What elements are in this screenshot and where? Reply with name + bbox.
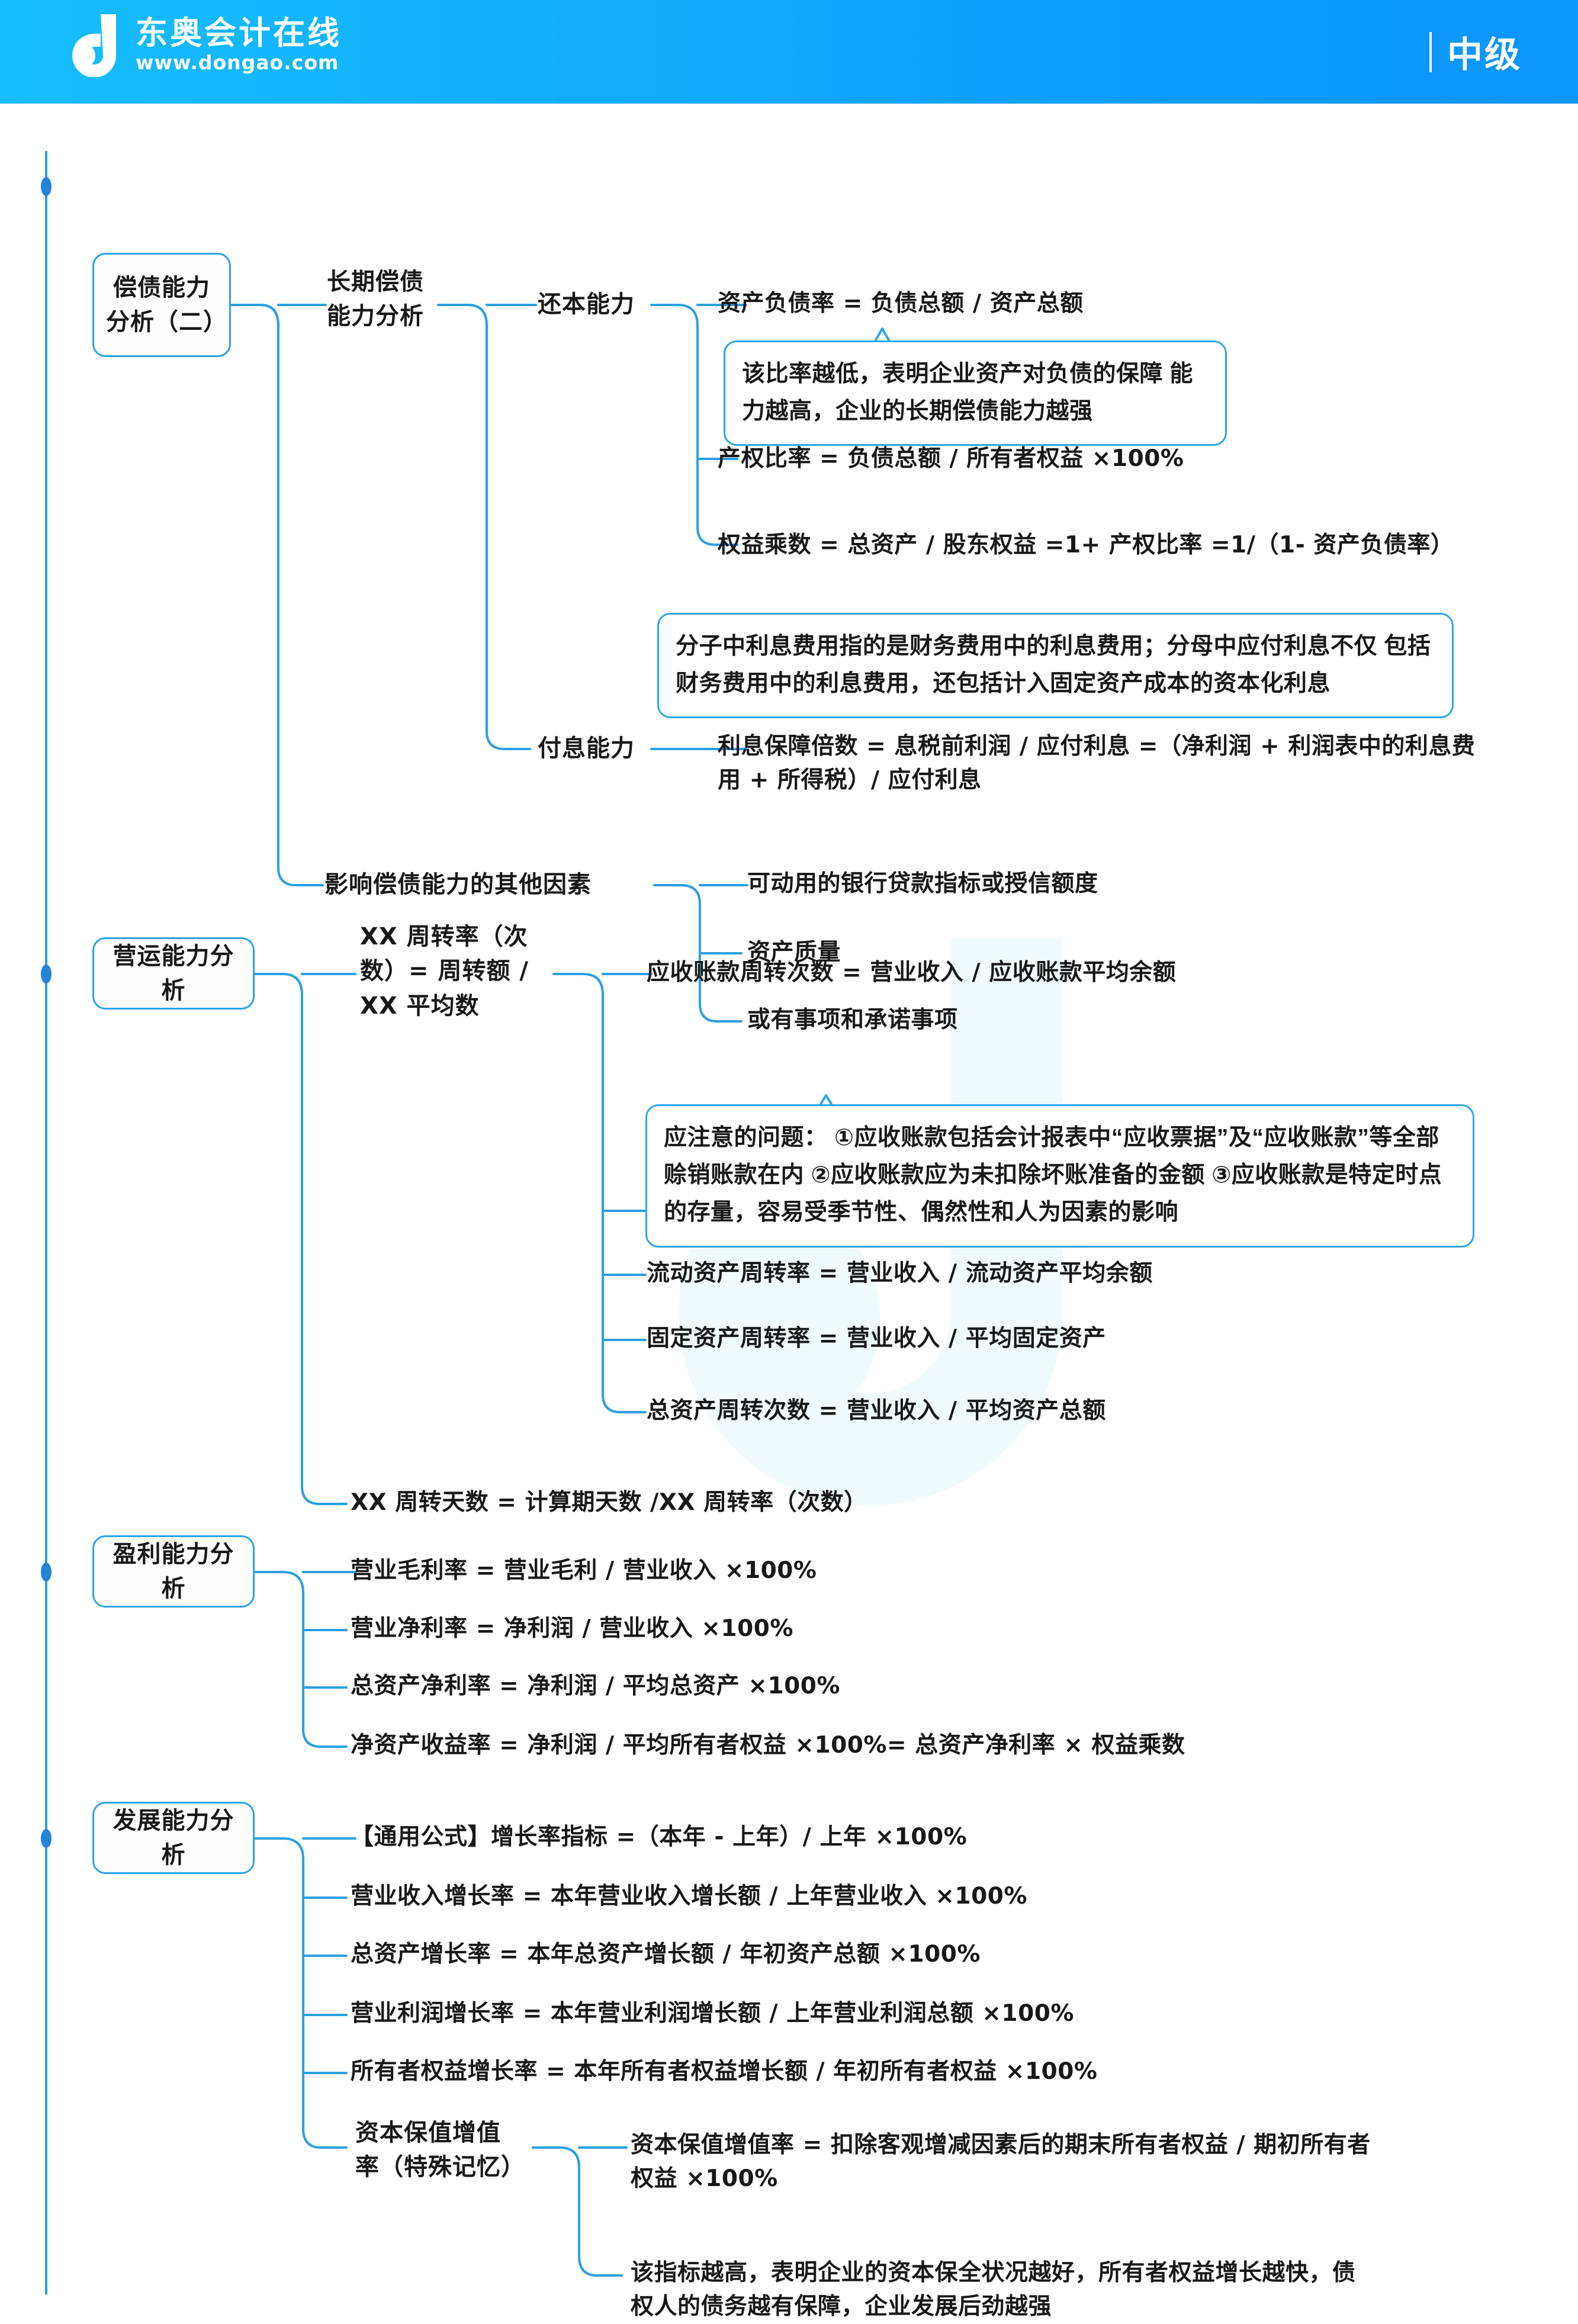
root-node-debt-paying-ability[interactable]: 偿债能力 分析（二） xyxy=(92,253,231,357)
leaf-equity-ratio[interactable]: 产权比率 = 负债总额 / 所有者权益 ×100% xyxy=(718,445,1184,472)
leaf-fixed-asset-turnover[interactable]: 固定资产周转率 = 营业收入 / 平均固定资产 xyxy=(647,1325,1106,1352)
leaf-revenue-growth-rate[interactable]: 营业收入增长率 = 本年营业收入增长额 / 上年营业收入 ×100% xyxy=(351,1883,1027,1910)
page-header: 东奥会计在线 www.dongao.com 中级 xyxy=(0,0,1578,104)
leaf-owners-equity-growth-rate[interactable]: 所有者权益增长率 = 本年所有者权益增长额 / 年初所有者权益 ×100% xyxy=(351,2058,1098,2085)
leaf-total-asset-turnover[interactable]: 总资产周转次数 = 营业收入 / 平均资产总额 xyxy=(647,1397,1106,1424)
branch-turnover-rate-formula[interactable]: XX 周转率（次 数）= 周转额 / XX 平均数 xyxy=(360,923,529,1020)
brand-logo: 东奥会计在线 www.dongao.com xyxy=(65,13,342,77)
note-debt-to-asset-ratio-explanation: 该比率越低，表明企业资产对负债的保障 能力越高，企业的长期偿债能力越强 xyxy=(724,340,1227,446)
root-node-profitability[interactable]: 盈利能力分析 xyxy=(92,1535,255,1608)
leaf-receivable-turnover[interactable]: 应收账款周转次数 = 营业收入 / 应收账款平均余额 xyxy=(647,959,1177,986)
leaf-operating-profit-growth-rate[interactable]: 营业利润增长率 = 本年营业利润增长额 / 上年营业利润总额 ×100% xyxy=(351,2000,1074,2027)
leaf-operating-net-margin[interactable]: 营业净利率 = 净利润 / 营业收入 ×100% xyxy=(351,1615,793,1642)
leaf-turnover-days[interactable]: XX 周转天数 = 计算期天数 /XX 周转率（次数） xyxy=(351,1489,867,1516)
brand-name-cn: 东奥会计在线 xyxy=(136,14,342,52)
branch-principal-repayment[interactable]: 还本能力 xyxy=(538,291,635,318)
leaf-debt-to-asset-ratio[interactable]: 资产负债率 = 负债总额 / 资产总额 xyxy=(718,290,1084,317)
leaf-capital-preservation-interpretation[interactable]: 该指标越高，表明企业的资本保全状况越好，所有者权益增长越快，债 权人的债务越有保… xyxy=(631,2259,1356,2320)
leaf-available-bank-credit[interactable]: 可动用的银行贷款指标或授信额度 xyxy=(747,870,1098,897)
root-node-growth-ability[interactable]: 发展能力分析 xyxy=(92,1802,255,1874)
branch-capital-preservation[interactable]: 资本保值增值 率（特殊记忆） xyxy=(355,2119,525,2181)
note-interest-expense-explanation: 分子中利息费用指的是财务费用中的利息费用；分母中应付利息不仅 包括财务费用中的利… xyxy=(657,613,1454,719)
branch-long-term-debt-analysis[interactable]: 长期偿债 能力分析 xyxy=(327,268,424,330)
leaf-contingencies-commitments[interactable]: 或有事项和承诺事项 xyxy=(747,1007,958,1033)
leaf-capital-preservation-rate[interactable]: 资本保值增值率 = 扣除客观增减因素后的期末所有者权益 / 期初所有者 权益 ×… xyxy=(631,2132,1371,2192)
level-badge: 中级 xyxy=(1447,34,1522,76)
branch-other-solvency-factors[interactable]: 影响偿债能力的其他因素 xyxy=(324,871,592,898)
brand-url: www.dongao.com xyxy=(136,51,339,75)
header-divider xyxy=(1429,31,1432,72)
leaf-current-asset-turnover[interactable]: 流动资产周转率 = 营业收入 / 流动资产平均余额 xyxy=(647,1260,1153,1287)
header-right-group: 中级 xyxy=(1429,0,1522,104)
leaf-equity-multiplier[interactable]: 权益乘数 = 总资产 / 股东权益 =1+ 产权比率 =1/（1- 资产负债率） xyxy=(718,532,1454,558)
leaf-total-asset-growth-rate[interactable]: 总资产增长率 = 本年总资产增长额 / 年初资产总额 ×100% xyxy=(351,1941,981,1968)
leaf-gross-profit-margin[interactable]: 营业毛利率 = 营业毛利 / 营业收入 ×100% xyxy=(351,1557,817,1584)
leaf-return-on-equity[interactable]: 净资产收益率 = 净利润 / 平均所有者权益 ×100%= 总资产净利率 × 权… xyxy=(351,1732,1185,1759)
dongao-logo-icon xyxy=(72,14,116,77)
leaf-return-on-assets[interactable]: 总资产净利率 = 净利润 / 平均总资产 ×100% xyxy=(351,1673,840,1699)
header-bar xyxy=(0,0,1578,104)
mindmap-canvas: 偿债能力 分析（二） 营运能力分析 盈利能力分析 发展能力分析 长期偿债 能力分… xyxy=(0,104,1578,2320)
leaf-interest-coverage-ratio[interactable]: 利息保障倍数 = 息税前利润 / 应付利息 =（净利润 + 利润表中的利息费 用… xyxy=(718,733,1476,793)
branch-interest-payment[interactable]: 付息能力 xyxy=(538,735,635,762)
leaf-general-growth-formula[interactable]: 【通用公式】增长率指标 =（本年 - 上年）/ 上年 ×100% xyxy=(351,1824,968,1850)
leaf-asset-quality[interactable]: 资产质量 xyxy=(747,939,841,966)
note-receivable-turnover-cautions: 应注意的问题： ①应收账款包括会计报表中“应收票据”及“应收账款”等全部赊销账款… xyxy=(645,1104,1474,1248)
root-node-operating-ability[interactable]: 营运能力分析 xyxy=(92,937,255,1010)
